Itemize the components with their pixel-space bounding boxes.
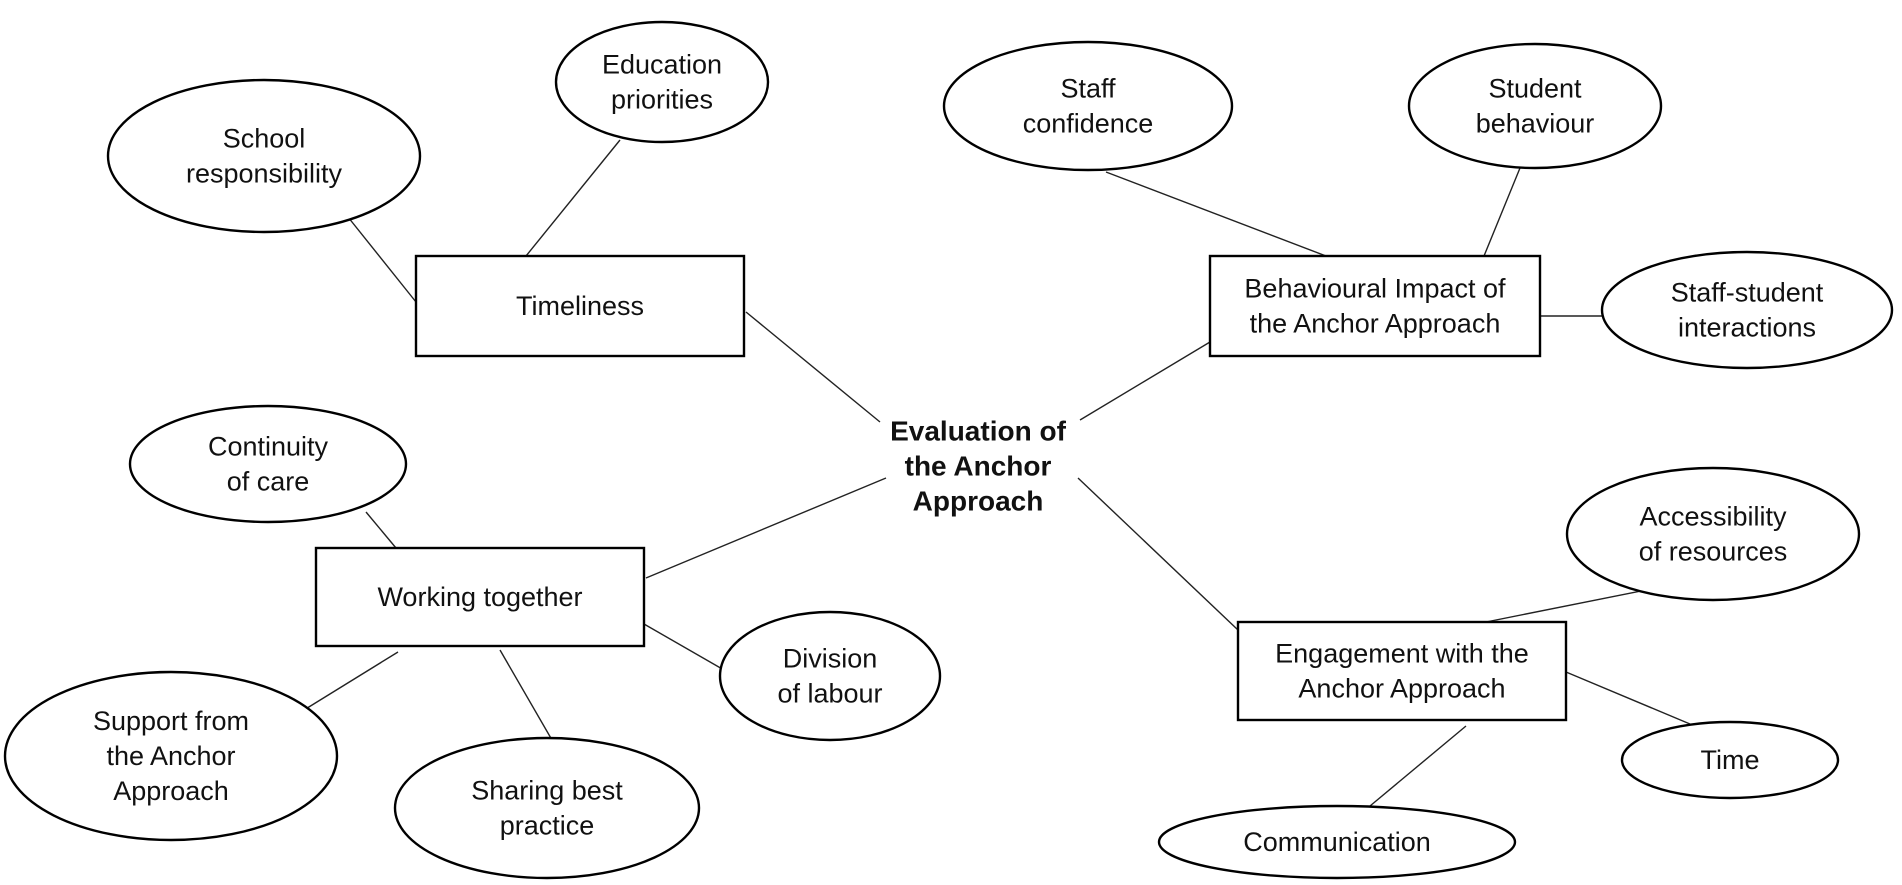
subtheme-staff-confidence: Staff confidence: [942, 40, 1234, 172]
subtheme-ellipse: [1565, 466, 1861, 602]
subtheme-accessibility-of-resources: Accessibility of resources: [1565, 466, 1861, 602]
connector-line: [1077, 477, 1239, 631]
central-theme-label-line: Evaluation of: [890, 416, 1066, 447]
connector-line: [1483, 167, 1521, 257]
central-theme-label-line: Approach: [913, 486, 1044, 517]
connector-line: [1485, 587, 1657, 623]
connector-line: [1079, 341, 1211, 421]
subtheme-school-responsibility-label-line: responsibility: [186, 159, 343, 189]
connector-line: [525, 139, 621, 257]
subtheme-staff-student-interactions-label-line: Staff-student: [1671, 278, 1824, 308]
connector-line: [499, 649, 553, 741]
connector-line: [645, 477, 887, 579]
theme-behavioural-impact: Behavioural Impact of the Anchor Approach: [1208, 254, 1542, 358]
subtheme-ellipse: [942, 40, 1234, 172]
theme-box: [414, 254, 746, 358]
subtheme-time: Time: [1620, 720, 1840, 800]
subtheme-ellipse: [1407, 42, 1663, 170]
theme-box: [1208, 254, 1542, 358]
subtheme-education-priorities: Education priorities: [554, 20, 770, 144]
subtheme-education-priorities-label-line: Education: [602, 50, 722, 80]
central-theme-label-line: the Anchor: [905, 451, 1052, 482]
subtheme-ellipse: [718, 610, 942, 742]
theme-behavioural-impact-label-line: Behavioural Impact of: [1244, 274, 1506, 304]
subtheme-division-of-labour-label-line: Division: [783, 644, 878, 674]
subtheme-time-label-line: Time: [1701, 745, 1760, 775]
subtheme-ellipse: [128, 404, 408, 524]
theme-timeliness-label-line: Timeliness: [516, 291, 644, 321]
connector-lines: [303, 139, 1691, 807]
subtheme-accessibility-of-resources-label-line: Accessibility: [1639, 502, 1787, 532]
subtheme-school-responsibility-label-line: School: [223, 124, 306, 154]
connector-line: [365, 511, 397, 549]
subtheme-student-behaviour: Student behaviour: [1407, 42, 1663, 170]
subtheme-ellipse: [1620, 720, 1840, 800]
connector-line: [643, 623, 725, 671]
connector-line: [745, 311, 881, 423]
subtheme-sharing-best-practice-label-line: practice: [500, 811, 595, 841]
subtheme-staff-student-interactions: Staff-student interactions: [1600, 250, 1894, 370]
subtheme-ellipse: [393, 736, 701, 880]
subtheme-ellipse: [554, 20, 770, 144]
subtheme-student-behaviour-label-line: Student: [1488, 74, 1582, 104]
subtheme-communication: Communication: [1157, 804, 1517, 880]
theme-engagement-label-line: Engagement with the: [1275, 639, 1529, 669]
subtheme-support-from-anchor-label-line: Approach: [113, 776, 229, 806]
theme-box: [1236, 620, 1568, 722]
subtheme-education-priorities-label-line: priorities: [611, 85, 713, 115]
subtheme-ellipse: [3, 670, 339, 842]
subtheme-sharing-best-practice: Sharing best practice: [393, 736, 701, 880]
subtheme-division-of-labour-label-line: of labour: [777, 679, 882, 709]
subtheme-division-of-labour: Division of labour: [718, 610, 942, 742]
subtheme-support-from-anchor-label-line: Support from: [93, 706, 249, 736]
subtheme-staff-confidence-label-line: confidence: [1023, 109, 1154, 139]
subtheme-school-responsibility: School responsibility: [106, 78, 422, 234]
subtheme-continuity-of-care: Continuity of care: [128, 404, 408, 524]
subtheme-student-behaviour-label-line: behaviour: [1476, 109, 1595, 139]
theme-behavioural-impact-label-line: the Anchor Approach: [1250, 309, 1501, 339]
connector-line: [1565, 671, 1691, 725]
subtheme-ellipse: [106, 78, 422, 234]
theme-working-together: Working together: [314, 546, 646, 648]
subtheme-ellipse: [1157, 804, 1517, 880]
theme-engagement-label-line: Anchor Approach: [1298, 674, 1505, 704]
theme-box: [314, 546, 646, 648]
connector-line: [1105, 171, 1327, 257]
subtheme-accessibility-of-resources-label-line: of resources: [1639, 537, 1788, 567]
theme-timeliness: Timeliness: [414, 254, 746, 358]
subtheme-staff-student-interactions-label-line: interactions: [1678, 313, 1816, 343]
subtheme-continuity-of-care-label-line: of care: [227, 467, 310, 497]
subtheme-staff-confidence-label-line: Staff: [1060, 74, 1116, 104]
subtheme-sharing-best-practice-label-line: Sharing best: [471, 776, 623, 806]
subtheme-continuity-of-care-label-line: Continuity: [208, 432, 329, 462]
subtheme-support-from-anchor-label-line: the Anchor: [106, 741, 235, 771]
subtheme-communication-label-line: Communication: [1243, 827, 1431, 857]
connector-line: [303, 651, 399, 711]
connector-line: [1369, 725, 1467, 807]
subtheme-ellipse: [1600, 250, 1894, 370]
theme-working-together-label-line: Working together: [377, 582, 582, 612]
